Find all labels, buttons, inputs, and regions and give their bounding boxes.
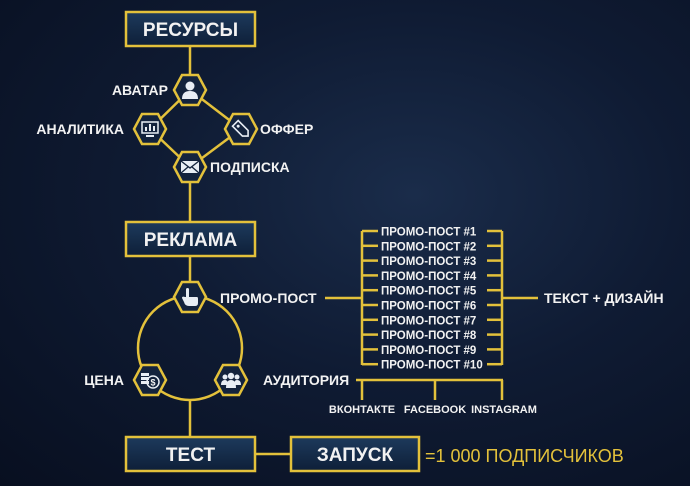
box-resources-label: РЕСУРСЫ bbox=[143, 20, 238, 41]
node-analytics bbox=[132, 112, 168, 146]
promo-post-list: ПРОМО-ПОСТ #1 ПРОМО-ПОСТ #2 ПРОМО-ПОСТ #3 П… bbox=[381, 227, 483, 372]
platform-facebook: FACEBOOK bbox=[404, 404, 466, 416]
node-audience bbox=[213, 363, 249, 397]
box-test-label: ТЕСТ bbox=[166, 445, 216, 466]
node-price: $ bbox=[132, 363, 168, 397]
launch-result: =1 000 ПОДПИСЧИКОВ bbox=[425, 446, 624, 466]
promo-post-item: ПРОМО-ПОСТ #3 bbox=[381, 256, 476, 268]
promo-post-item: ПРОМО-ПОСТ #7 bbox=[381, 315, 476, 327]
promo-post-item: ПРОМО-ПОСТ #9 bbox=[381, 345, 476, 357]
price-tag-icon bbox=[231, 119, 249, 137]
hand-pointer-icon bbox=[182, 288, 198, 306]
label-offer: ОФФЕР bbox=[260, 121, 313, 137]
promo-post-item: ПРОМО-ПОСТ #10 bbox=[381, 360, 483, 372]
svg-text:$: $ bbox=[150, 378, 155, 388]
platform-instagram: INSTAGRAM bbox=[471, 404, 537, 416]
box-resources: РЕСУРСЫ bbox=[124, 10, 257, 48]
promo-post-item: ПРОМО-ПОСТ #8 bbox=[381, 330, 477, 342]
label-analytics: АНАЛИТИКА bbox=[36, 121, 124, 137]
promo-post-item: ПРОМО-ПОСТ #4 bbox=[381, 271, 477, 283]
label-audience: АУДИТОРИЯ bbox=[263, 372, 349, 388]
promo-post-item: ПРОМО-ПОСТ #6 bbox=[381, 301, 476, 313]
promo-post-item: ПРОМО-ПОСТ #1 bbox=[381, 227, 477, 239]
promo-result-label: ТЕКСТ + ДИЗАЙН bbox=[544, 289, 664, 306]
user-icon bbox=[182, 81, 198, 99]
node-subscription bbox=[172, 150, 208, 184]
box-test: ТЕСТ bbox=[124, 435, 257, 473]
node-offer bbox=[223, 112, 259, 146]
node-avatar bbox=[172, 73, 208, 107]
label-subscription: ПОДПИСКА bbox=[210, 159, 290, 175]
box-ads-label: РЕКЛАМА bbox=[144, 230, 238, 251]
coins-dollar-icon: $ bbox=[141, 373, 160, 389]
node-promo bbox=[172, 280, 208, 314]
label-promo: ПРОМО-ПОСТ bbox=[220, 290, 317, 306]
label-avatar: АВАТАР bbox=[112, 82, 168, 98]
box-launch-label: ЗАПУСК bbox=[317, 445, 394, 466]
connectors bbox=[136, 46, 538, 456]
platform-vk: ВКОНТАКТЕ bbox=[329, 404, 395, 416]
promo-post-item: ПРОМО-ПОСТ #2 bbox=[381, 241, 476, 253]
label-price: ЦЕНА bbox=[84, 372, 124, 388]
people-group-icon bbox=[221, 372, 241, 388]
analytics-monitor-icon bbox=[141, 121, 159, 137]
promo-post-item: ПРОМО-ПОСТ #5 bbox=[381, 286, 477, 298]
box-launch: ЗАПУСК bbox=[289, 435, 421, 473]
envelope-icon bbox=[180, 160, 200, 174]
box-ads: РЕКЛАМА bbox=[124, 220, 257, 258]
